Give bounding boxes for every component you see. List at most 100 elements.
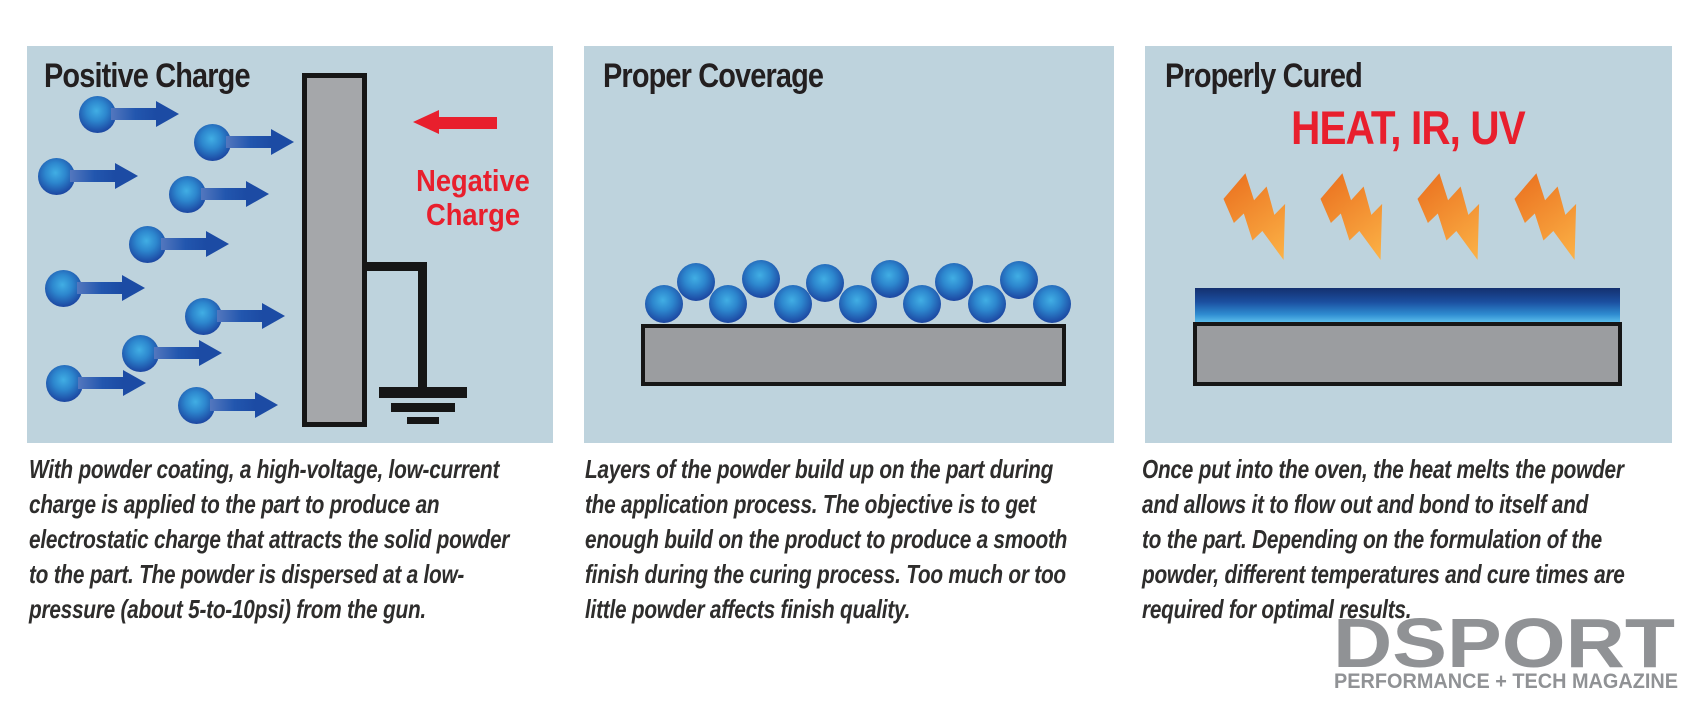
coated-part-bar xyxy=(641,324,1066,386)
powder-particle xyxy=(122,335,159,372)
powder-layer-particle xyxy=(742,260,780,298)
caption-line: pressure (about 5-to-10psi) from the gun… xyxy=(29,594,426,624)
caption-line: to the part. The powder is dispersed at … xyxy=(29,559,465,589)
powder-layer-particle xyxy=(677,263,715,301)
caption-line: and allows it to flow out and bond to it… xyxy=(1142,489,1589,519)
panel-proper-coverage: Proper Coverage xyxy=(584,46,1114,443)
ground-wire-vertical xyxy=(418,262,427,390)
arrow-head xyxy=(199,340,222,366)
powder-particle xyxy=(169,176,206,213)
motion-arrow xyxy=(226,129,294,155)
powder-particle xyxy=(79,96,116,133)
ground-bar-medium xyxy=(391,403,455,412)
part-bar-vertical xyxy=(302,73,367,427)
caption-line: required for optimal results. xyxy=(1142,594,1412,624)
powder-particle xyxy=(45,270,82,307)
powder-layer-particle xyxy=(1000,261,1038,299)
heat-ir-uv-label: HEAT, IR, UV xyxy=(1291,101,1526,154)
dsport-logo: DSPORT PERFORMANCE + TECH MAGAZINE xyxy=(1332,604,1680,694)
powder-layer-particle xyxy=(645,285,683,323)
negative-charge-label-line1: Negative xyxy=(416,163,530,198)
caption-line: powder, different temperatures and cure … xyxy=(1142,559,1625,589)
lightning-bolt-icon xyxy=(1215,161,1315,261)
arrow-head xyxy=(271,129,294,155)
powder-layer-particle xyxy=(871,260,909,298)
panel-title-text: Properly Cured xyxy=(1165,57,1363,95)
caption-line: Layers of the powder build up on the par… xyxy=(585,454,1054,484)
powder-particle xyxy=(185,298,222,335)
caption-line: With powder coating, a high-voltage, low… xyxy=(29,454,500,484)
panel-title: Properly Cured xyxy=(1165,59,1397,93)
arrow-shaft xyxy=(210,399,255,411)
negative-charge-label: Negative Charge xyxy=(394,164,552,232)
arrow-head xyxy=(262,303,285,329)
panel-title-text: Positive Charge xyxy=(44,57,251,95)
arrow-shaft xyxy=(78,377,123,389)
panel-title: Positive Charge xyxy=(44,59,286,93)
logo-wordmark: DSPORT xyxy=(1333,610,1675,682)
logo-tagline: PERFORMANCE + TECH MAGAZINE xyxy=(1334,670,1678,693)
motion-arrow xyxy=(154,340,222,366)
arrow-head xyxy=(206,231,229,257)
arrow-shaft xyxy=(201,188,246,200)
dsport-logo-graphic: DSPORT PERFORMANCE + TECH MAGAZINE xyxy=(1333,604,1678,693)
caption-line: little powder affects finish quality. xyxy=(585,594,911,624)
powder-layer-particle xyxy=(839,285,877,323)
lightning-bolt-icon xyxy=(1506,161,1606,261)
powder-particle xyxy=(129,226,166,263)
part-bar xyxy=(1193,322,1622,386)
caption-line: Once put into the oven, the heat melts t… xyxy=(1142,454,1624,484)
negative-charge-arrow xyxy=(413,110,497,135)
lightning-bolt-icon xyxy=(1312,161,1412,261)
caption-line: the application process. The objective i… xyxy=(585,489,1036,519)
caption-positive-charge: With powder coating, a high-voltage, low… xyxy=(29,452,557,627)
arrow-head xyxy=(122,275,145,301)
powder-particle xyxy=(178,387,215,424)
motion-arrow xyxy=(77,275,145,301)
panel-positive-charge: Positive Charge Negative Charge xyxy=(27,46,553,443)
arrow-head xyxy=(156,101,179,127)
caption-line: enough build on the product to produce a… xyxy=(585,524,1068,554)
arrow-shaft xyxy=(226,136,271,148)
arrow-shaft xyxy=(111,108,156,120)
cured-coating-layer xyxy=(1195,288,1620,323)
ground-bar-short xyxy=(407,417,439,424)
arrow-shaft xyxy=(70,170,115,182)
arrow-shaft xyxy=(161,238,206,250)
arrow-head xyxy=(255,392,278,418)
caption-line: electrostatic charge that attracts the s… xyxy=(29,524,510,554)
powder-layer-particle xyxy=(709,285,747,323)
panel-properly-cured: Properly Cured HEAT, IR, UV xyxy=(1145,46,1672,443)
powder-particle xyxy=(194,124,231,161)
negative-charge-label-line2: Charge xyxy=(426,197,520,232)
motion-arrow xyxy=(111,101,179,127)
arrow-shaft xyxy=(154,347,199,359)
arrow-shaft xyxy=(77,282,122,294)
powder-particle xyxy=(38,158,75,195)
motion-arrow xyxy=(78,370,146,396)
powder-layer-particle xyxy=(968,285,1006,323)
panel-title: Proper Coverage xyxy=(603,59,862,93)
ground-wire-horizontal xyxy=(365,262,427,271)
powder-layer-particle xyxy=(903,285,941,323)
lightning-bolt-icon xyxy=(1409,161,1509,261)
motion-arrow xyxy=(217,303,285,329)
arrow-head xyxy=(123,370,146,396)
caption-properly-cured: Once put into the oven, the heat melts t… xyxy=(1142,452,1670,627)
arrow-head xyxy=(115,163,138,189)
caption-proper-coverage: Layers of the powder build up on the par… xyxy=(585,452,1113,627)
arrow-head xyxy=(246,181,269,207)
caption-line: charge is applied to the part to produce… xyxy=(29,489,440,519)
powder-layer-particle xyxy=(774,285,812,323)
arrow-shaft xyxy=(217,310,262,322)
motion-arrow xyxy=(161,231,229,257)
powder-layer-particle xyxy=(1033,285,1071,323)
powder-particle xyxy=(46,365,83,402)
motion-arrow xyxy=(70,163,138,189)
ground-bar-long xyxy=(379,387,467,398)
caption-line: finish during the curing process. Too mu… xyxy=(585,559,1066,589)
motion-arrow xyxy=(210,392,278,418)
caption-line: to the part. Depending on the formulatio… xyxy=(1142,524,1602,554)
panel-title-text: Proper Coverage xyxy=(603,57,824,95)
